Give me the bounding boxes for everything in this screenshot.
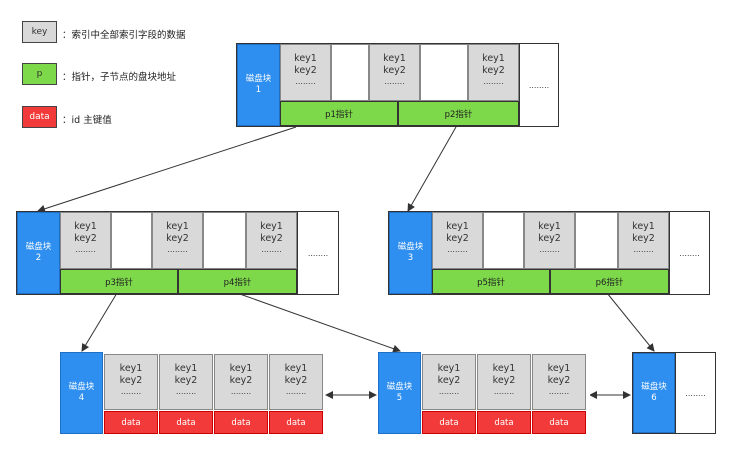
arrow-p6-to-block6 [606, 292, 655, 352]
blank-cell [203, 212, 246, 269]
blank-cell [111, 212, 152, 269]
data-cell: data [477, 411, 531, 434]
data-cell: data [159, 411, 213, 434]
legend-data-text: ：id 主键值 [62, 115, 112, 126]
pointer-p1: p1指针 [280, 101, 398, 126]
arrow-p4-to-block5 [236, 292, 401, 353]
data-cell: data [214, 411, 268, 434]
blank-cell [420, 44, 468, 101]
pointer-p2: p2指针 [398, 101, 519, 126]
arrow-p2-to-block3 [407, 126, 457, 212]
arrow-p1-to-block2 [37, 126, 297, 213]
blank-cell [575, 212, 618, 269]
legend-data-swatch: data [22, 106, 57, 128]
data-cell: data [422, 411, 476, 434]
blank-cell [331, 44, 369, 101]
legend-pointer-swatch: p [22, 63, 57, 85]
legend-pointer-text: ：指针，子节点的盘块地址 [62, 72, 177, 83]
legend-key-swatch: key [22, 21, 57, 43]
pointer-p5: p5指针 [432, 269, 550, 294]
data-cell: data [104, 411, 158, 434]
arrow-p3-to-block4 [81, 292, 118, 352]
more-placeholder: ........ [297, 212, 338, 294]
pointer-p3: p3指针 [60, 269, 178, 294]
blank-cell [483, 212, 524, 269]
data-cell: data [269, 411, 323, 434]
pointer-p4: p4指针 [178, 269, 297, 294]
more-placeholder: ........ [669, 212, 709, 294]
data-cell: data [532, 411, 586, 434]
more-placeholder: ........ [675, 353, 715, 433]
more-placeholder: ........ [519, 44, 558, 126]
legend-key-text: ：索引中全部索引字段的数据 [62, 30, 186, 41]
pointer-p6: p6指针 [550, 269, 669, 294]
